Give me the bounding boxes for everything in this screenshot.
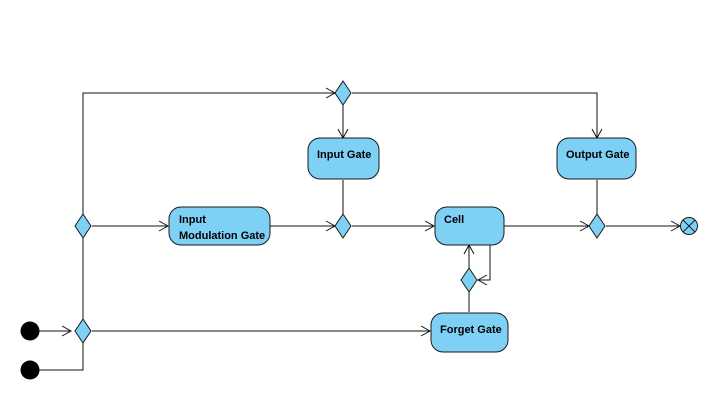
input-modulation-gate-label-line1: Input [179, 214, 206, 226]
merge-diamond [74, 318, 92, 344]
forget-gate-label: Forget Gate [440, 324, 502, 336]
node-input-modulation-gate: Input Modulation Gate [168, 206, 271, 246]
edge-top-decision-to-output-gate [352, 92, 603, 140]
output-gate-label: Output Gate [566, 149, 630, 161]
final-node [680, 217, 698, 235]
node-cell: Cell [434, 206, 505, 246]
node-output-gate: Output Gate [556, 137, 637, 180]
node-input-gate: Input Gate [307, 137, 380, 180]
edge-cell-loop [476, 245, 491, 286]
cell-decision-diamond [460, 267, 478, 293]
input-modulation-gate-label-line2: Modulation Gate [179, 230, 265, 242]
top-decision-diamond [334, 80, 352, 106]
edges [39, 87, 682, 371]
output-decision-diamond [588, 213, 606, 239]
node-forget-gate: Forget Gate [430, 312, 509, 353]
input-gate-label: Input Gate [317, 149, 371, 161]
initial-node [20, 360, 40, 380]
edge-initial2-to-merge [39, 343, 84, 371]
cell-label: Cell [444, 214, 464, 226]
initial-node [20, 321, 40, 341]
edge-fork-to-top-decision [82, 87, 337, 214]
input-decision-diamond [334, 213, 352, 239]
fork-diamond [74, 213, 92, 239]
